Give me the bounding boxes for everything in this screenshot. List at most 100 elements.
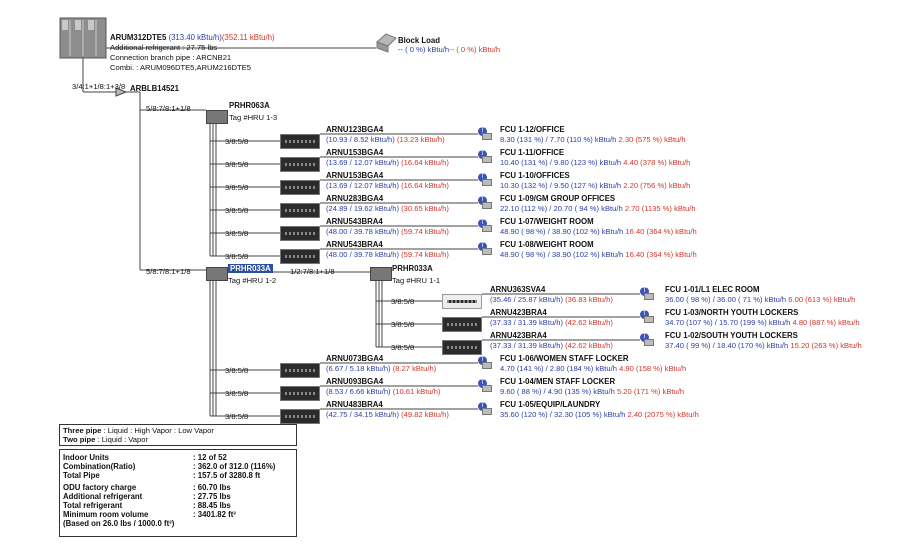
indoor-unit-icon [280,249,320,264]
room-icon: T [478,219,492,233]
idu-model: ARNU423BRA4 [490,308,547,317]
indoor-unit-icon [442,317,482,332]
room-name: FCU 1-05/EQUIP/LAUNDRY [500,400,601,409]
idu-pipe-size: 3/8:5/8 [391,320,415,329]
idu-capacity: (48.00 / 39.78 kBtu/h) [326,250,400,259]
summary-value: : 88.45 lbs [193,501,231,510]
indoor-unit-icon [442,340,482,355]
idu-pipe-size: 3/8:5/8 [391,343,415,352]
idu-model: ARNU423BRA4 [490,331,547,340]
idu-pipe-size: 3/8:5/8 [225,389,249,398]
room-load-alt: 4.40 (378 %) kBtu/h [623,158,691,167]
room-load: 22.10 (112 %) / 20.70 ( 94 %) kBtu/h [500,204,623,213]
hru1-model: PRHR063A [229,101,270,110]
room-icon: T [640,310,654,324]
idu-capacity: (35.46 / 25.87 kBtu/h) [490,295,564,304]
room-name: FCU 1-02/SOUTH YOUTH LOCKERS [665,331,798,340]
room-load-alt: 16.40 (364 %) kBtu/h [625,227,697,236]
main-branch-model: ARBLB14521 [130,84,179,93]
room-load: 4.70 (141 %) / 2.80 (184 %) kBtu/h [500,364,617,373]
indoor-unit-icon [442,294,482,309]
room-load-alt: 15.20 (263 %) kBtu/h [790,341,862,350]
hru1-icon [206,110,228,124]
room-name: FCU 1-01/L1 ELEC ROOM [665,285,760,294]
idu-capacity-alt: (13.23 kBtu/h) [396,135,445,144]
summary-label: Additional refrigerant [63,492,143,501]
idu-capacity-alt: (42.62 kBtu/h) [565,318,613,327]
room-icon: T [478,150,492,164]
legend-two-pipe-label: Two pipe [63,435,96,444]
hru3-pipe-size: 1/2:7/8:1+1/8 [290,267,335,276]
idu-capacity-alt: (42.62 kBtu/h) [565,341,613,350]
idu-capacity-alt: (8.27 kBtu/h) [392,364,437,373]
idu-pipe-size: 3/8:5/8 [225,252,249,261]
hru1-tag: Tag #HRU 1-3 [229,113,278,122]
summary-value: : 60.70 lbs [193,483,231,492]
room-load-alt: 5.20 (171 %) kBtu/h [616,387,685,396]
hru3-model: PRHR033A [392,264,433,273]
room-name: FCU 1-09/GM GROUP OFFICES [500,194,616,203]
idu-capacity: (42.75 / 34.15 kBtu/h) [326,410,400,419]
block-load-icon [376,33,397,53]
room-load: 37.40 ( 99 %) / 18.40 (170 %) kBtu/h [665,341,789,350]
pipe-legend: Three pipe : Liquid : High Vapor : Low V… [59,424,297,446]
idu-pipe-size: 3/8:5/8 [225,412,249,421]
idu-capacity-alt: (30.65 kBtu/h) [401,204,449,213]
room-icon: T [478,196,492,210]
odu-model: ARUM312DTE5 [110,33,167,42]
summary-label: Total refrigerant [63,501,123,510]
idu-capacity: (10.93 / 8.52 kBtu/h) [326,135,395,144]
room-name: FCU 1-08/WEIGHT ROOM [500,240,594,249]
indoor-unit-icon [280,409,320,424]
idu-model: ARNU153BGA4 [326,171,384,180]
block-load-title: Block Load [398,36,441,45]
idu-model: ARNU543BRA4 [326,240,383,249]
room-load-alt: 2.20 (756 %) kBtu/h [623,181,691,190]
idu-model: ARNU073BGA4 [326,354,384,363]
idu-capacity-alt: (10.61 kBtu/h) [392,387,441,396]
odu-icon [59,17,107,59]
summary-label: Indoor Units [63,453,109,462]
hru2-model: PRHR033A [228,264,273,273]
idu-capacity-alt: (49.82 kBtu/h) [401,410,449,419]
room-name: FCU 1-12/OFFICE [500,125,565,134]
room-load-alt: 6.00 (613 %) kBtu/h [788,295,856,304]
legend-three-pipe-desc: : Liquid : High Vapor : Low Vapor [103,426,214,435]
room-icon: T [478,242,492,256]
room-load-alt: 2.30 (575 %) kBtu/h [618,135,686,144]
idu-model: ARNU093BGA4 [326,377,384,386]
hru2-pipe-size: 5/8:7/8:1+1/8 [146,267,191,276]
room-icon: T [478,402,492,416]
idu-capacity: (24.89 / 19.62 kBtu/h) [326,204,400,213]
summary-value: : 12 of 52 [193,453,227,462]
idu-capacity: (13.69 / 12.07 kBtu/h) [326,158,400,167]
room-load: 35.60 (120 %) / 32.30 (105 %) kBtu/h [500,410,626,419]
summary-label: Total Pipe [63,471,100,480]
room-load: 48.90 ( 98 %) / 38.90 (102 %) kBtu/h [500,250,624,259]
idu-model: ARNU363SVA4 [490,285,546,294]
hru2-icon [206,267,228,281]
idu-capacity-alt: (59.74 kBtu/h) [401,227,449,236]
summary-value: : 3401.82 ft³ [193,510,236,519]
idu-model: ARNU153BGA4 [326,148,384,157]
idu-capacity: (13.69 / 12.07 kBtu/h) [326,181,400,190]
block-load-value-alt: -- ( 0 %) kBtu/h [449,45,501,54]
room-load-alt: 4.90 (158 %) kBtu/h [619,364,687,373]
indoor-unit-icon [280,157,320,172]
summary-label: ODU factory charge [63,483,137,492]
hru1-pipe-size: 5/8:7/8:1+1/8 [146,104,191,113]
room-load: 8.30 (131 %) / 7.70 (110 %) kBtu/h [500,135,617,144]
odu-additional-refrigerant: Additional refrigerant : 27.75 lbs [110,43,218,52]
room-load-alt: 2.70 (1135 %) kBtu/h [624,204,696,213]
room-load-alt: 16.40 (364 %) kBtu/h [625,250,697,259]
summary-value: : 157.5 of 3280.8 ft [193,471,261,480]
room-load-alt: 4.80 (887 %) kBtu/h [792,318,860,327]
idu-pipe-size: 3/8:5/8 [391,297,415,306]
indoor-unit-icon [280,180,320,195]
room-load-alt: 2.40 (2075 %) kBtu/h [627,410,699,419]
pipe-lines [82,47,640,417]
summary-value: : 27.75 lbs [193,492,231,501]
legend-two-pipe-desc: : Liquid : Vapor [97,435,148,444]
